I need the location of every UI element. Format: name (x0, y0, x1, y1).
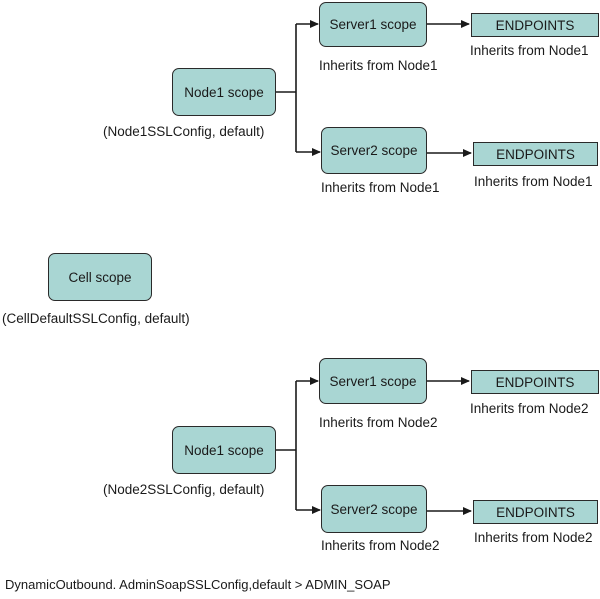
server1-scope-box: Server1 scope (319, 358, 427, 404)
endpoints-title: ENDPOINTS (495, 17, 575, 33)
server1-scope-box: Server1 scope (319, 2, 427, 47)
node-ssl-config-label: (Node2SSLConfig, default) (103, 482, 265, 497)
server-title: Server1 scope (329, 17, 417, 32)
server-inherits-label: Inherits from Node1 (321, 180, 440, 195)
endpoints-box: ENDPOINTS (471, 13, 599, 37)
node1-to-servers-connector (274, 24, 297, 152)
server-title: Server1 scope (329, 373, 417, 389)
node-ssl-config-label: (Node1SSLConfig, default) (103, 124, 265, 139)
endpoints-title: ENDPOINTS (496, 504, 575, 520)
server-inherits-label: Inherits from Node2 (321, 538, 440, 553)
node1-scope-box: Node1 scope (172, 68, 276, 116)
cell-scope-box: Cell scope (48, 253, 152, 301)
endpoints-inherits-label: Inherits from Node1 (474, 174, 593, 189)
node-title: Node1 scope (184, 442, 264, 458)
endpoints-box: ENDPOINTS (473, 142, 598, 166)
server-inherits-label: Inherits from Node1 (319, 58, 438, 73)
endpoints-title: ENDPOINTS (496, 146, 575, 162)
server2-scope-box: Server2 scope (321, 485, 427, 533)
endpoints-box: ENDPOINTS (471, 370, 599, 394)
endpoints-inherits-label: Inherits from Node1 (470, 43, 589, 58)
endpoints-inherits-label: Inherits from Node2 (474, 530, 593, 545)
cell-title: Cell scope (68, 269, 132, 285)
endpoints-box: ENDPOINTS (473, 500, 598, 524)
server-title: Server2 scope (330, 143, 418, 158)
endpoints-title: ENDPOINTS (495, 374, 575, 390)
admin-soap-footnote: DynamicOutbound. AdminSoapSSLConfig,defa… (5, 577, 391, 592)
server-title: Server2 scope (330, 501, 418, 517)
cell-ssl-config-label: (CellDefaultSSLConfig, default) (2, 311, 190, 326)
server2-scope-box: Server2 scope (321, 127, 427, 174)
server-inherits-label: Inherits from Node2 (319, 415, 438, 430)
node-title: Node1 scope (184, 84, 264, 100)
node2-to-servers-connector (274, 381, 297, 510)
node2-scope-box: Node1 scope (172, 426, 276, 474)
endpoints-inherits-label: Inherits from Node2 (470, 401, 589, 416)
